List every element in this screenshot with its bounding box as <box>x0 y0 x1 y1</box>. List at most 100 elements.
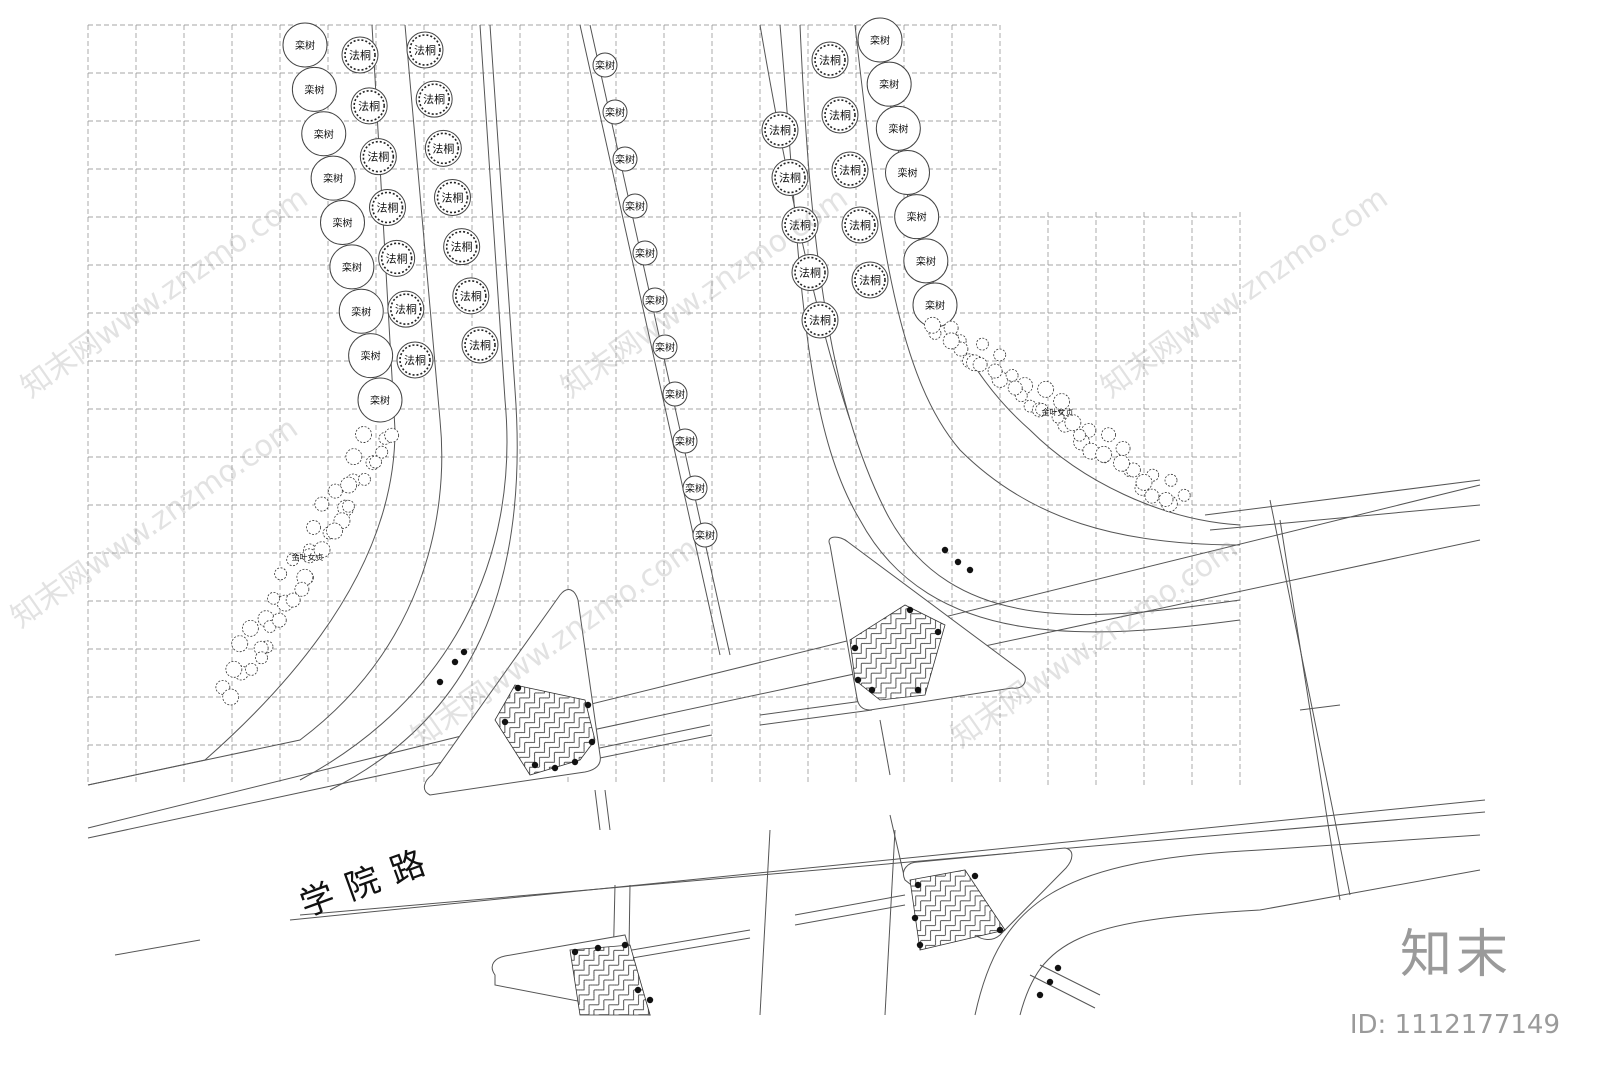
shrub-symbol-icon <box>306 520 321 535</box>
shrub-symbol-icon <box>294 581 310 597</box>
tree-label: 栾树 <box>342 261 362 274</box>
shrub-symbol-icon <box>1095 445 1113 463</box>
tree-label: 法桐 <box>789 218 811 232</box>
shrub-symbol-icon <box>1113 454 1130 472</box>
tree-symbol-icon: 法桐 <box>350 87 388 125</box>
bollard-icon <box>531 761 539 769</box>
shrub-symbol-icon <box>1164 473 1178 487</box>
bollard-icon <box>914 686 922 694</box>
tree-symbol-icon: 法桐 <box>396 341 434 379</box>
shrub-symbol-icon <box>326 522 343 540</box>
tree-symbol-icon: 栾树 <box>866 61 912 107</box>
shrub-symbol-icon <box>1005 369 1019 382</box>
shrub-symbol-icon <box>1037 380 1055 398</box>
tree-symbol-icon: 栾树 <box>338 288 384 334</box>
tree-symbol-icon: 栾树 <box>320 200 365 245</box>
tree-symbol-icon: 栾树 <box>662 381 688 407</box>
shrub-symbol-icon <box>1158 492 1174 507</box>
bollard-icon <box>588 738 596 746</box>
tree-label: 法桐 <box>460 289 482 303</box>
tree-label: 栾树 <box>898 167 918 180</box>
shrub-symbol-icon <box>1135 474 1153 491</box>
tree-symbol-icon: 法桐 <box>781 206 819 244</box>
shrub-symbol-icon <box>1073 428 1086 442</box>
tree-label: 法桐 <box>829 108 851 122</box>
shrub-symbol-icon <box>286 553 300 567</box>
shrub-symbol-icon <box>267 591 280 605</box>
tree-label: 法桐 <box>395 302 417 316</box>
tree-symbol-icon: 栾树 <box>894 194 940 240</box>
tree-symbol-icon: 栾树 <box>612 146 638 172</box>
tree-label: 栾树 <box>879 78 899 91</box>
tree-symbol-icon: 栾树 <box>857 17 903 63</box>
tree-symbol-icon: 栾树 <box>310 155 356 201</box>
tree-label: 法桐 <box>859 273 881 287</box>
tree-label: 栾树 <box>295 39 315 52</box>
tree-symbol-icon: 法桐 <box>761 111 799 149</box>
shrub-symbol-icon <box>924 316 941 334</box>
tree-symbol-icon: 栾树 <box>885 150 930 195</box>
tree-symbol-icon: 法桐 <box>369 189 406 226</box>
shrub-label: 金叶女贞 <box>1042 407 1074 417</box>
tree-symbol-icon: 法桐 <box>771 159 809 196</box>
tree-label: 栾树 <box>635 247 655 260</box>
shrub-symbol-icon <box>355 426 372 443</box>
tree-label: 法桐 <box>377 201 399 215</box>
traffic-islands <box>423 536 1073 1016</box>
tree-label: 栾树 <box>916 255 936 268</box>
tree-label: 栾树 <box>370 394 390 407</box>
tree-symbol-icon: 栾树 <box>348 333 394 379</box>
shrub-symbol-icon <box>314 496 330 512</box>
shrub-symbol-icon <box>345 448 363 466</box>
shrub-symbol-icon <box>1144 488 1160 504</box>
tree-symbol-icon: 法桐 <box>387 290 425 328</box>
bollard-icon <box>571 758 579 766</box>
tree-label: 法桐 <box>469 338 491 352</box>
bollard-icon <box>916 941 924 949</box>
shrub-symbol-icon <box>1101 427 1116 443</box>
planting-grid <box>87 24 1241 785</box>
shrub-symbol-icon <box>358 472 371 486</box>
bollard-icon <box>634 986 642 994</box>
shrub-symbol-icon <box>975 337 989 351</box>
tree-label: 法桐 <box>849 218 871 232</box>
tree-symbol-icon: 法桐 <box>831 151 869 189</box>
tree-label: 栾树 <box>888 122 908 135</box>
tree-label: 栾树 <box>685 482 705 495</box>
tree-symbol-icon: 法桐 <box>801 301 839 339</box>
bollard-icon <box>996 926 1004 934</box>
shrub-symbol-icon <box>241 619 259 637</box>
bollard-icon <box>1036 991 1044 999</box>
tree-label: 栾树 <box>655 341 675 354</box>
tree-label: 栾树 <box>925 299 945 312</box>
tree-symbol-icon: 法桐 <box>821 96 859 134</box>
tree-symbol-icon: 法桐 <box>851 261 889 299</box>
tree-symbol-icon: 栾树 <box>632 240 658 266</box>
tree-label: 栾树 <box>645 294 665 307</box>
shrub-symbol-icon <box>225 660 243 678</box>
bollard-icon <box>571 948 579 956</box>
tree-symbol-icon: 栾树 <box>602 99 628 125</box>
tree-symbol-icon: 法桐 <box>359 138 397 176</box>
tree-symbol-icon: 法桐 <box>424 129 462 167</box>
tree-label: 栾树 <box>314 128 334 141</box>
tree-symbol-icon: 栾树 <box>692 522 718 548</box>
tree-symbol-icon: 栾树 <box>622 193 648 219</box>
bollard-icon <box>954 558 962 566</box>
tree-symbol-icon: 栾树 <box>642 287 668 313</box>
shrub-symbol-icon <box>1007 380 1023 396</box>
tree-label: 栾树 <box>605 106 625 119</box>
tree-symbol-icon: 法桐 <box>406 31 444 69</box>
tree-label: 栾树 <box>625 200 645 213</box>
shrub-symbol-icon <box>987 363 1003 379</box>
shrub-symbol-icon <box>369 455 382 469</box>
bollard-icon <box>1054 964 1062 972</box>
tree-label: 法桐 <box>423 92 445 106</box>
tree-symbol-icon: 栾树 <box>912 282 958 328</box>
shrub-symbol-icon <box>1035 403 1049 416</box>
tree-symbol-icon: 栾树 <box>282 22 328 68</box>
tree-symbol-icon: 栾树 <box>903 238 949 284</box>
bollard-icon <box>646 996 654 1004</box>
bollard-icon <box>934 628 942 636</box>
brand-logo-text: 知末 <box>1399 925 1512 985</box>
